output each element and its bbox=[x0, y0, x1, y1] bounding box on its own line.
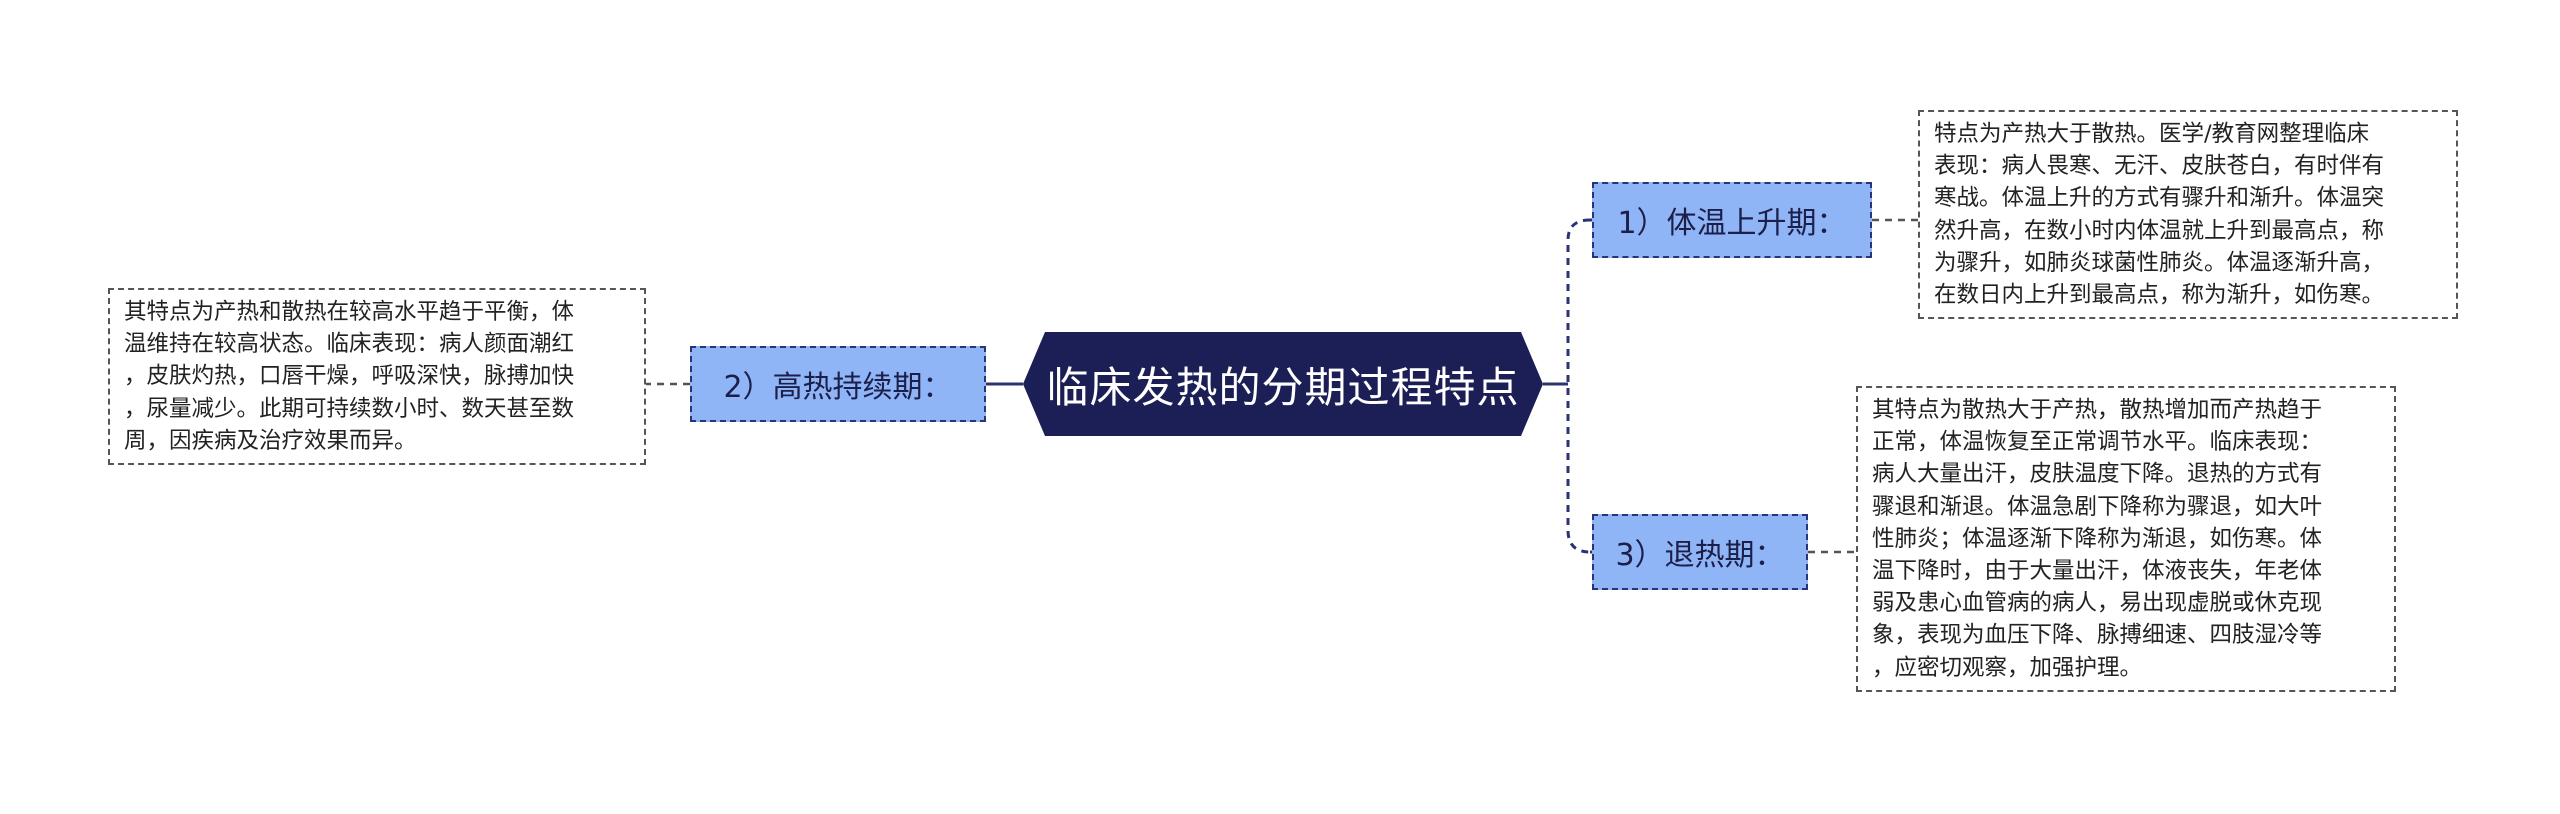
leaf-text-line: 其特点为产热和散热在较高水平趋于平衡，体 bbox=[124, 299, 575, 325]
leaf-text-line: 为骤升，如肺炎球菌性肺炎。体温逐渐升高， bbox=[1934, 249, 2385, 276]
leaf-text-line: 正常，体温恢复至正常调节水平。临床表现： bbox=[1872, 429, 2323, 456]
leaf-text-line: ，尿量减少。此期可持续数小时、数天甚至数 bbox=[124, 395, 575, 422]
leaf-text-line: ，应密切观察，加强护理。 bbox=[1872, 654, 2143, 681]
leaf-text-line: 在数日内上升到最高点，称为渐升，如伤寒。 bbox=[1934, 282, 2385, 309]
leaf-text-line: 表现：病人畏寒、无汗、皮肤苍白，有时伴有 bbox=[1934, 153, 2385, 180]
branch-node-defervescence-phase[interactable]: 3）退热期： bbox=[1592, 514, 1808, 590]
central-topic-node[interactable]: 临床发热的分期过程特点 bbox=[1023, 332, 1543, 436]
branch-node-rising-phase[interactable]: 1）体温上升期： bbox=[1592, 182, 1872, 258]
connector-trunk-right bbox=[1566, 218, 1591, 554]
leaf-text-line: 特点为产热大于散热。医学/教育网整理临床 bbox=[1934, 121, 2370, 147]
leaf-text-line: 病人大量出汗，皮肤温度下降。退热的方式有 bbox=[1872, 461, 2323, 488]
branch-node-plateau-phase[interactable]: 2）高热持续期： bbox=[690, 346, 986, 422]
central-topic-title: 临床发热的分期过程特点 bbox=[1046, 362, 1520, 412]
leaf-text-line: 象，表现为血压下降、脉搏细速、四肢湿冷等 bbox=[1872, 622, 2323, 649]
leaf-text-line: 然升高，在数小时内体温就上升到最高点，称 bbox=[1934, 217, 2385, 244]
branch-label: 3）退热期： bbox=[1615, 538, 1785, 573]
leaf-text-line: 性肺炎；体温逐渐下降称为渐退，如伤寒。体 bbox=[1872, 525, 2323, 552]
leaf-text-line: 寒战。体温上升的方式有骤升和渐升。体温突 bbox=[1934, 185, 2385, 212]
leaf-text-line: 其特点为散热大于产热，散热增加而产热趋于 bbox=[1872, 397, 2323, 423]
leaf-note-plateau-phase[interactable]: 其特点为产热和散热在较高水平趋于平衡，体 温维持在较高状态。临床表现：病人颜面潮… bbox=[108, 288, 646, 466]
leaf-text-line: 周，因疾病及治疗效果而异。 bbox=[124, 427, 417, 454]
leaf-text-line: 弱及患心血管病的病人，易出现虚脱或休克现 bbox=[1872, 590, 2323, 617]
leaf-text-line: 骤退和渐退。体温急剧下降称为骤退，如大叶 bbox=[1872, 493, 2323, 520]
leaf-note-defervescence-phase[interactable]: 其特点为散热大于产热，散热增加而产热趋于 正常，体温恢复至正常调节水平。临床表现… bbox=[1856, 386, 2396, 692]
branch-label: 1）体温上升期： bbox=[1617, 206, 1847, 241]
branch-label: 2）高热持续期： bbox=[723, 370, 953, 405]
leaf-note-rising-phase[interactable]: 特点为产热大于散热。医学/教育网整理临床 表现：病人畏寒、无汗、皮肤苍白，有时伴… bbox=[1918, 110, 2458, 320]
leaf-text-line: 温下降时，由于大量出汗，体液丧失，年老体 bbox=[1872, 558, 2323, 585]
leaf-text-line: 温维持在较高状态。临床表现：病人颜面潮红 bbox=[124, 331, 575, 358]
leaf-text-line: ，皮肤灼热，口唇干燥，呼吸深快，脉搏加快 bbox=[124, 363, 575, 390]
